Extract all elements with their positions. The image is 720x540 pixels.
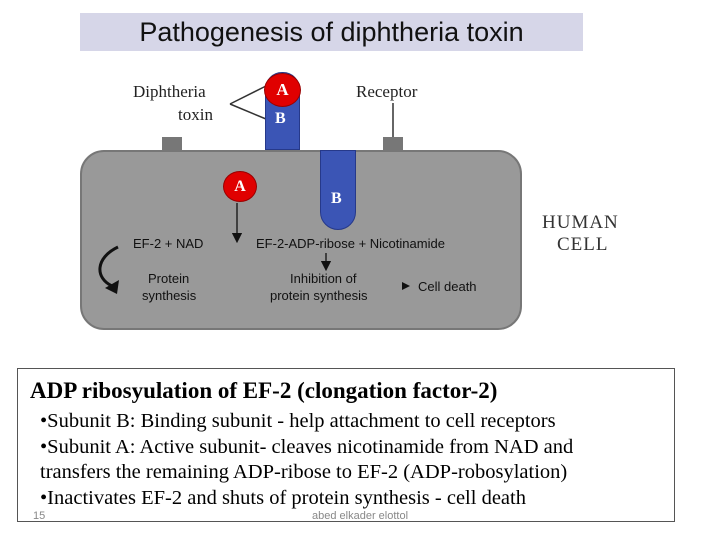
- description-box: [17, 368, 675, 522]
- cell-death-label: Cell death: [418, 279, 477, 294]
- description-heading: ADP ribosyulation of EF-2 (clongation fa…: [30, 378, 498, 403]
- a-subunit-released: A: [223, 171, 257, 202]
- b-subunit-inserted: [320, 150, 356, 230]
- human-cell-label-line1: HUMAN: [542, 212, 619, 233]
- page-number: 15: [33, 510, 46, 522]
- ef2-adp-ribose-label: EF-2-ADP-ribose + Nicotinamide: [256, 236, 445, 251]
- inhibition-line2: protein synthesis: [270, 288, 368, 303]
- bullet-subunit-b: •Subunit B: Binding subunit - help attac…: [40, 410, 556, 432]
- footer-author: abed elkader elottol: [312, 510, 409, 522]
- human-cell: [80, 150, 522, 330]
- title-banner: Pathogenesis of diphtheria toxin: [80, 13, 583, 51]
- receptor-left: [162, 137, 182, 150]
- bullet-subunit-a: •Subunit A: Active subunit- cleaves nico…: [40, 436, 574, 458]
- toxin-b-label: B: [275, 110, 286, 127]
- toxin-a-subunit: A: [264, 73, 301, 107]
- toxin-label-line1: Diphtheria: [133, 82, 206, 101]
- protein-synthesis-line2: synthesis: [142, 288, 197, 303]
- toxin-label-line2: toxin: [178, 105, 213, 124]
- ef2-nad-label: EF-2 + NAD: [133, 236, 204, 251]
- page-title: Pathogenesis of diphtheria toxin: [139, 16, 524, 47]
- inhibition-line1: Inhibition of: [290, 271, 357, 286]
- receptor-label: Receptor: [356, 82, 418, 101]
- protein-synthesis-line1: Protein: [148, 271, 190, 286]
- receptor-right: [383, 137, 403, 150]
- bullet-inactivates: •Inactivates EF-2 and shuts of protein s…: [40, 487, 526, 509]
- b-inserted-label: B: [331, 190, 342, 207]
- bullet-subunit-a-cont: transfers the remaining ADP-ribose to EF…: [40, 461, 568, 483]
- human-cell-label-line2: CELL: [557, 234, 609, 255]
